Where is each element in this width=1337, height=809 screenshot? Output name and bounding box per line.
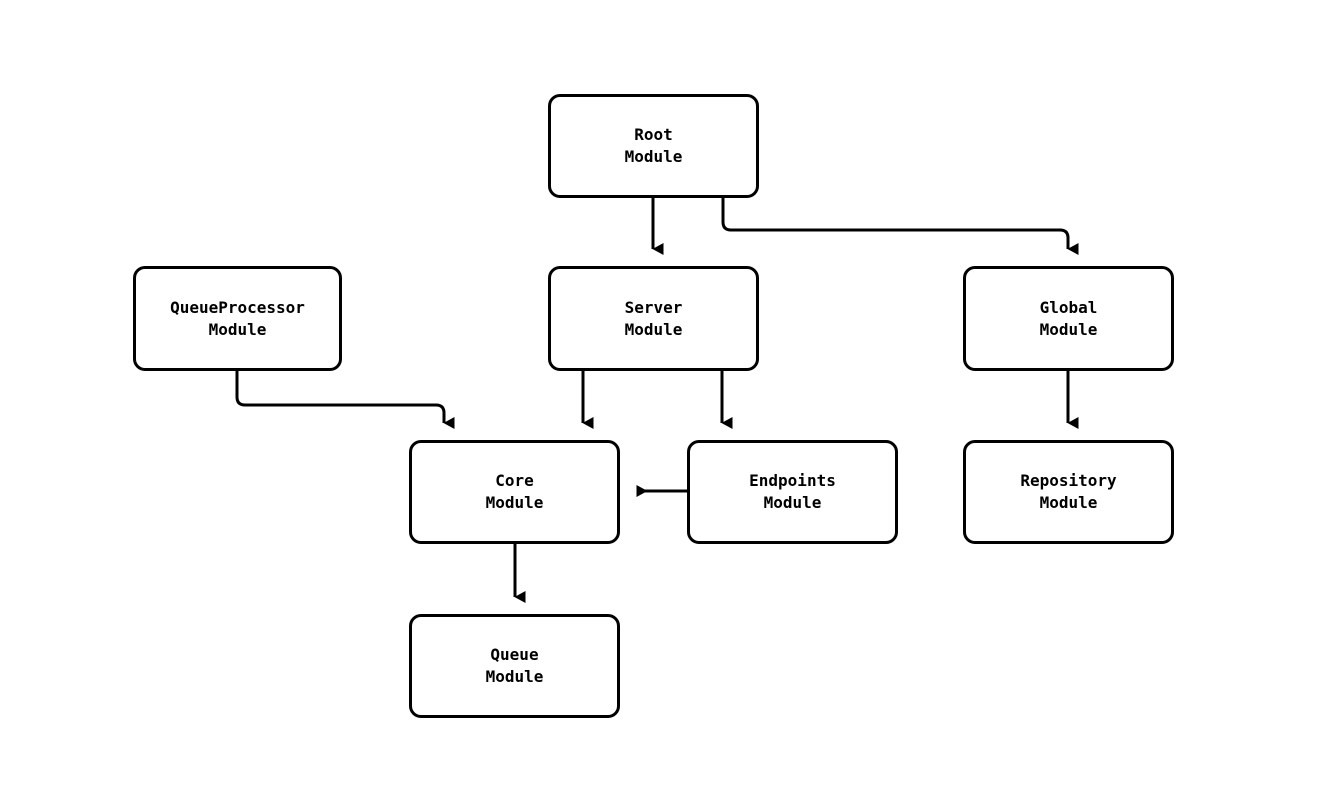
node-repository-module[interactable]: Repository Module [963, 440, 1174, 544]
node-core-module[interactable]: Core Module [409, 440, 620, 544]
node-core-module-line2: Module [485, 493, 544, 512]
node-server-module-line2: Module [624, 319, 683, 339]
node-queue-module[interactable]: Queue Module [409, 614, 620, 718]
edge-root-global [721, 198, 1079, 255]
node-queue-module-line1: Queue [490, 645, 539, 664]
node-endpoints-module-line2: Module [763, 493, 822, 512]
node-queue-module-line2: Module [485, 667, 544, 686]
node-root-module[interactable]: Root Module [548, 94, 759, 198]
node-endpoints-module[interactable]: Endpoints Module [687, 440, 898, 544]
node-server-module[interactable]: Server Module [548, 266, 759, 371]
edge-queueprocessor-core [235, 371, 455, 429]
node-repository-module-line1: Repository [1020, 471, 1117, 490]
node-endpoints-module-line1: Endpoints [749, 471, 836, 490]
node-queueprocessor-module-line2: Module [208, 319, 267, 339]
node-root-module-line1: Root [634, 125, 673, 144]
node-global-module[interactable]: Global Module [963, 266, 1174, 371]
node-server-module-line1: Server [624, 297, 683, 317]
node-root-module-line2: Module [624, 147, 683, 166]
node-repository-module-line2: Module [1039, 493, 1098, 512]
node-queueprocessor-module[interactable]: QueueProcessor Module [133, 266, 342, 371]
node-global-module-line2: Module [1039, 319, 1098, 339]
node-global-module-line1: Global [1039, 297, 1098, 317]
node-queueprocessor-module-line1: QueueProcessor [170, 297, 305, 317]
node-core-module-line1: Core [495, 471, 534, 490]
